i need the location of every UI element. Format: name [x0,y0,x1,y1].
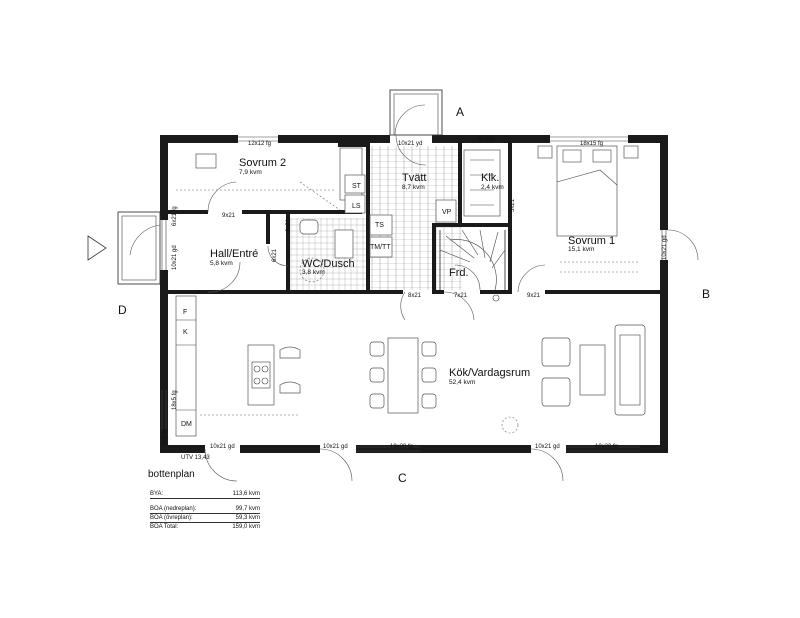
sovrum1-bed [537,145,640,273]
room-hall-area: 5,8 kvm [210,260,233,267]
boa-ovre-label: BOA (övreplan): [150,515,193,521]
room-frd-name: Frd. [449,267,469,279]
staircase [439,229,506,302]
room-klk-area: 2,4 kvm [481,184,504,191]
label-w-southwest: 9x9 fg [162,429,168,445]
boa-ovre-value: 59,3 kvm [235,515,260,521]
living-room-furniture [501,324,646,434]
room-sovrum2-name: Sovrum 2 [239,157,286,169]
window-lines [161,136,667,452]
plan-title: bottenplan [148,469,195,480]
label-utv: UTV 13,43 [181,455,210,461]
compass-east: B [702,287,710,301]
area-row-boa-ovre: BOA (övreplan): 59,3 kvm [150,514,260,523]
compass-west: D [118,303,127,317]
label-el-skp: El skp [478,137,495,143]
fixture-ls: LS [352,203,361,210]
room-sovrum2-area: 7,9 kvm [239,169,262,176]
boa-total-value: 159,0 kvm [232,524,260,530]
room-hall-name: Hall/Entré [210,248,258,260]
label-w-hall: 6x21 fg [172,206,178,226]
fixture-tmtt: TM/TT [370,244,391,251]
area-table: BYA: 113,6 kvm BOA (nedreplan): 99,7 kvm… [150,490,260,531]
fixture-dm: DM [181,421,192,428]
room-tvatt-name: Tvätt [402,172,426,184]
laundry-fixtures [344,149,501,258]
room-tvatt-area: 8,7 kvm [402,184,425,191]
fixture-vp: VP [442,209,452,216]
label-s2: 19x20 fg [390,444,413,450]
area-row-boa-ned: BOA (nedreplan): 99,7 kvm [150,505,260,514]
label-door-north: 10x21 yd [398,141,422,147]
label-w-sovrum1: 18x15 fg [580,141,603,147]
room-wc-area: 3,8 kvm [302,269,325,276]
dining-table [369,337,437,414]
room-klk-name: Klk. [481,172,499,184]
label-d-sovrum1: 9x21 [527,293,541,299]
fixture-f: F [183,309,187,316]
room-kok-name: Kök/Vardagsrum [449,367,530,379]
label-s4: 10x20 fg [595,444,618,450]
room-wc-name: WC/Dusch [302,258,355,270]
boa-ned-label: BOA (nedreplan): [150,506,197,512]
label-s1: 10x21 gd [210,444,235,450]
fixture-k: K [183,329,188,336]
boa-ned-value: 99,7 kvm [235,506,260,512]
west-porch [117,211,161,285]
label-s3: 10x21 gd [535,444,560,450]
bya-label: BYA: [150,491,164,497]
bya-value: 113,6 kvm [232,491,260,497]
door-swings [204,134,699,482]
fixture-st: ST [352,183,362,190]
label-d-tvatt: 8x21 [408,293,422,299]
north-porch [389,89,443,136]
room-sovrum1-area: 15,1 kvm [568,246,594,253]
label-d-sovrum2: 9x21 [222,213,236,219]
wc-fixtures [299,219,354,283]
area-row-bya: BYA: 113,6 kvm [150,490,260,499]
boa-total-label: BOA Total: [150,524,179,530]
label-d-hall: 10x21 gd [172,245,178,270]
interior-walls [168,143,660,294]
room-sovrum1-name: Sovrum 1 [568,235,615,247]
label-w-sovrum2: 12x12 fg [248,141,271,147]
label-w-east: 10x21 gd [662,235,668,260]
label-w-kitchen-west: 18x5 fg [172,390,178,410]
compass-north: A [456,105,464,119]
label-bathroom-w: 6x21 [272,248,278,262]
kitchen [175,295,301,437]
compass-south: C [398,471,407,485]
fixture-ts: TS [375,222,384,229]
label-klk-door: 5x21 [510,198,516,212]
label-d-kitchen-sw: 10x21 gd [323,444,348,450]
entry-arrow-icon [87,235,107,261]
outer-walls [160,135,668,453]
area-row-boa-total: BOA Total: 159,0 kvm [150,523,260,531]
label-d-frd: 7x21 [454,293,468,299]
label-wc-door: 6x21 [286,218,292,232]
room-kok-area: 52,4 kvm [449,379,475,386]
